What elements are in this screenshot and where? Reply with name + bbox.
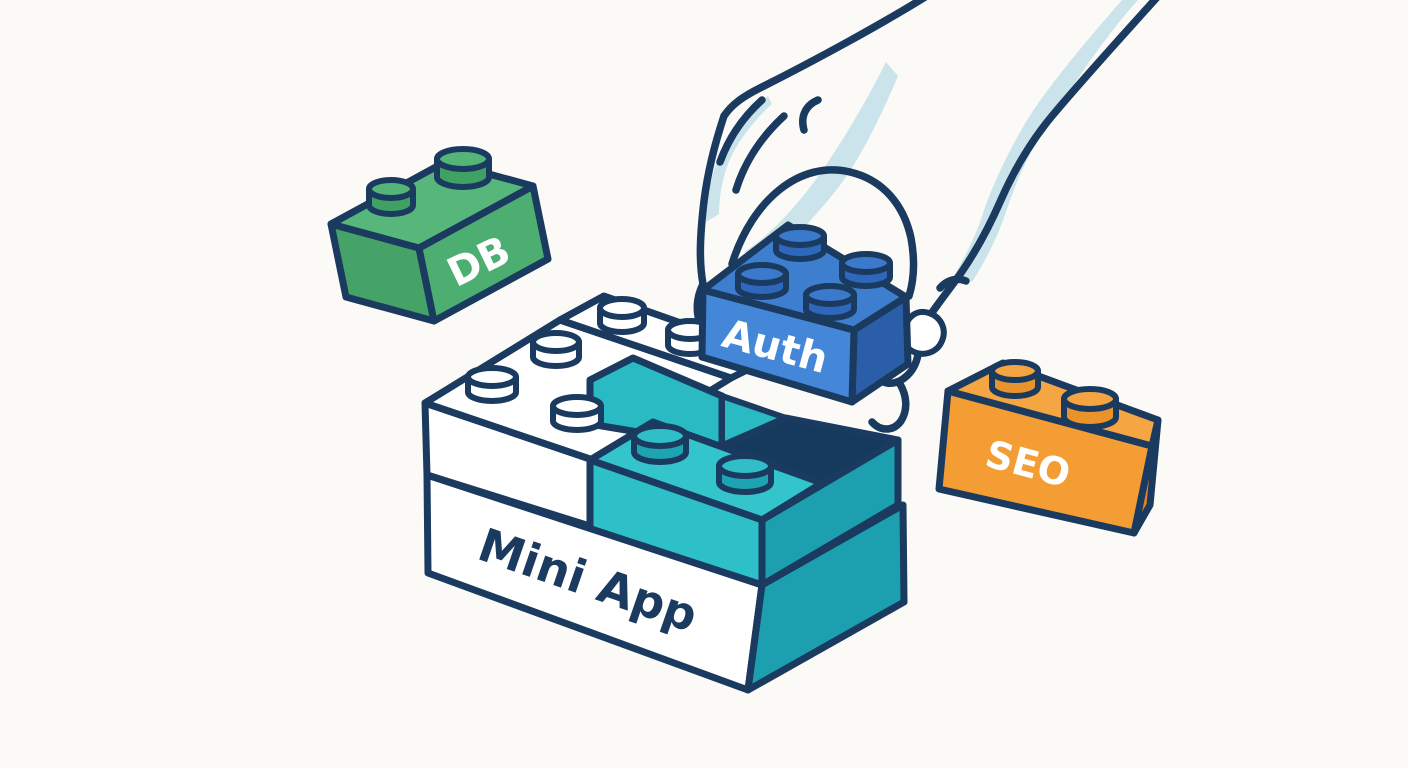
db-brick: DB [327,146,552,325]
hand-thumb-fold-1 [716,96,766,166]
hand-finger-bump [868,380,910,433]
hand-thumb-fold-2 [732,112,788,194]
auth-brick-studs [735,224,893,321]
seo-brick: SEO [935,359,1162,537]
hand-wrist-shading [956,0,1138,282]
mini-app-structure: Mini App [421,292,908,694]
hand-arm-right-edge [914,0,1160,338]
structure-teal-studs [631,423,774,495]
hand-arm-left-edge [720,0,928,120]
seo-brick-studs [989,359,1119,430]
hand-finger-fold [936,275,970,292]
hand-palm-shading [744,62,898,263]
hand-knuckle-arc [799,96,822,134]
hand-index-finger-arch [728,166,918,300]
structure-base-right-face [744,501,908,694]
auth-brick: Auth [698,221,912,406]
db-brick-studs [366,146,492,217]
